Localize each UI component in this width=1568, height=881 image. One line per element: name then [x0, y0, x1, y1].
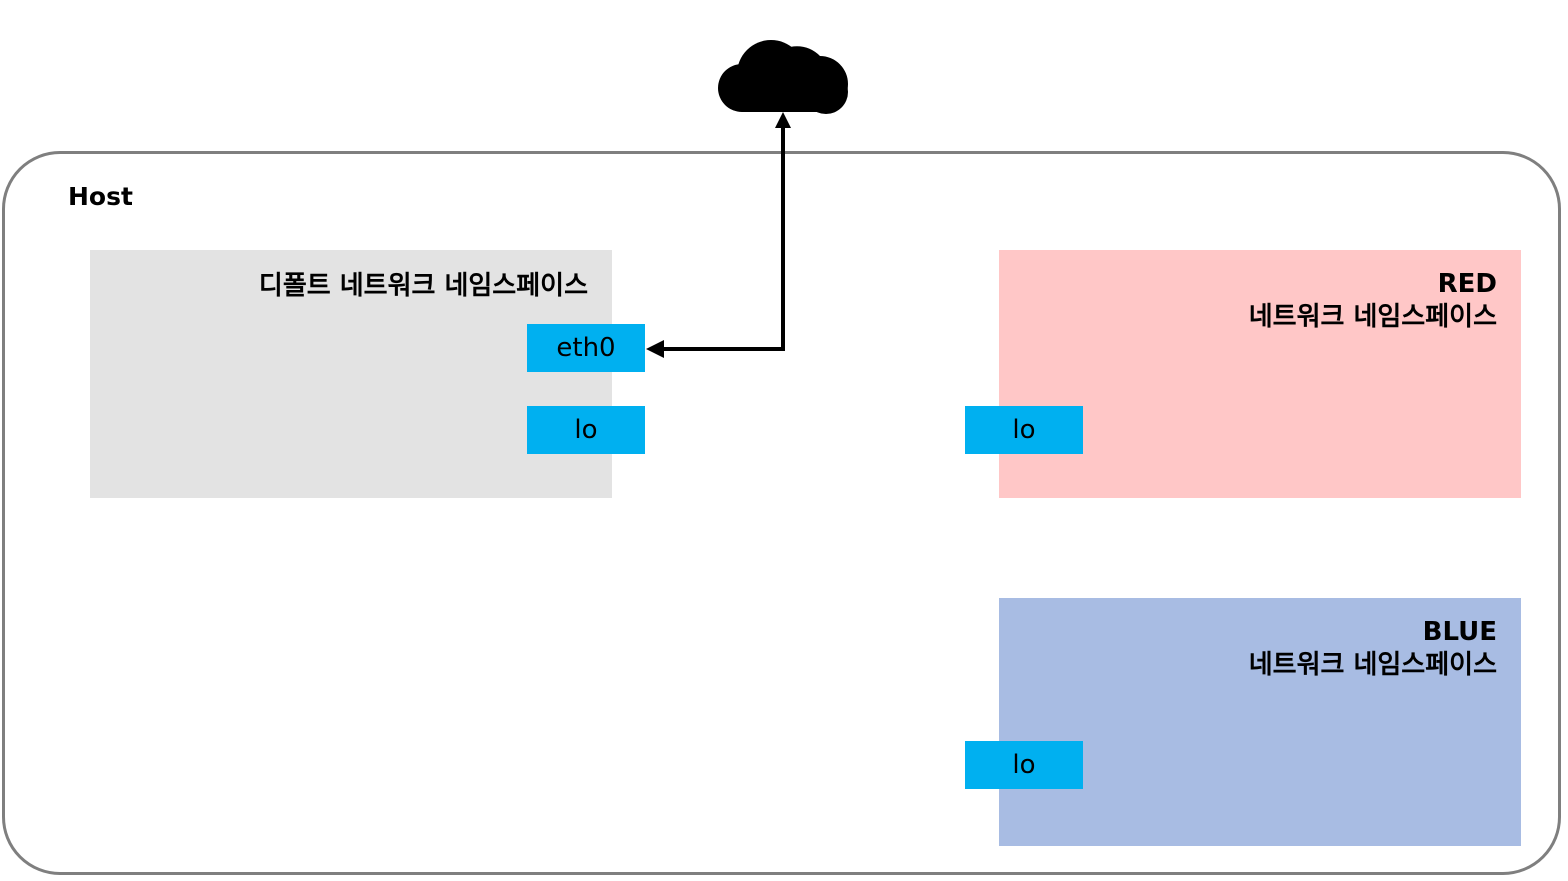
default-namespace-box: 디폴트 네트워크 네임스페이스 [90, 250, 612, 498]
default-eth0-interface: eth0 [527, 324, 645, 372]
red-namespace-name: RED [1437, 269, 1497, 299]
default-lo-interface: lo [527, 406, 645, 454]
blue-namespace-title: BLUE 네트워크 네임스페이스 [1249, 616, 1497, 682]
cloud-icon [718, 40, 848, 114]
host-label: Host [68, 182, 133, 211]
connector-arrowhead-up [775, 112, 791, 128]
blue-namespace-box: BLUE 네트워크 네임스페이스 [999, 598, 1521, 846]
red-lo-interface: lo [965, 406, 1083, 454]
red-namespace-subtitle: 네트워크 네임스페이스 [1248, 302, 1497, 332]
blue-namespace-name: BLUE [1422, 617, 1497, 647]
red-namespace-box: RED 네트워크 네임스페이스 [999, 250, 1521, 498]
eth0-cloud-connector [646, 112, 791, 358]
blue-namespace-subtitle: 네트워크 네임스페이스 [1248, 650, 1497, 680]
blue-lo-interface: lo [965, 741, 1083, 789]
red-namespace-title: RED 네트워크 네임스페이스 [1249, 268, 1497, 334]
default-namespace-title: 디폴트 네트워크 네임스페이스 [258, 271, 588, 301]
connector-arrowhead-left [646, 340, 664, 358]
